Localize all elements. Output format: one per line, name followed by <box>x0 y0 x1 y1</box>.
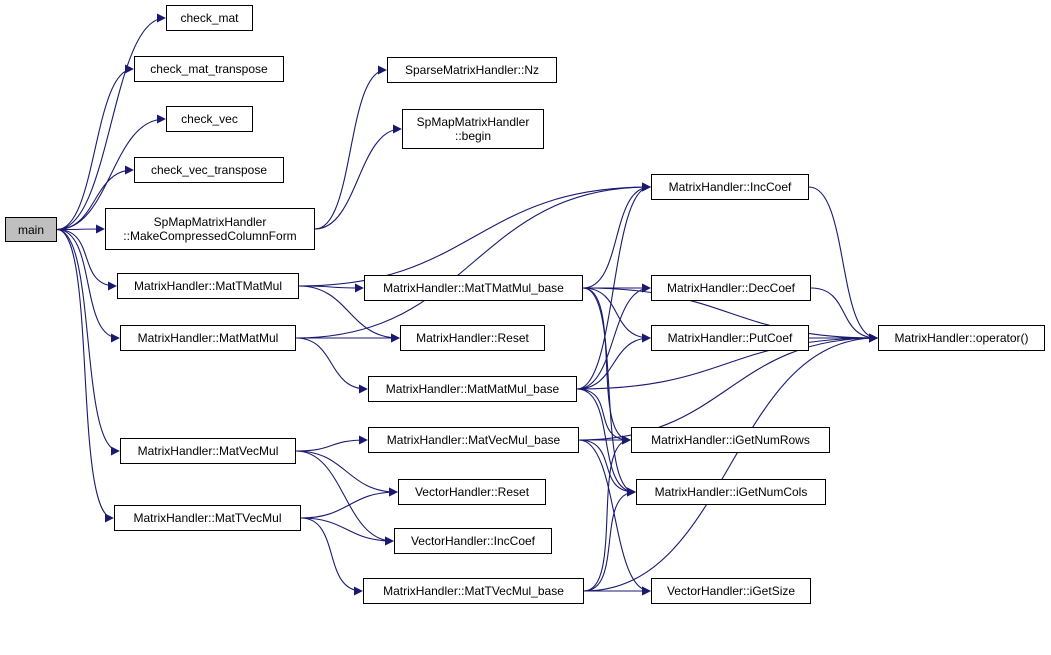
edge-mat_tmatmul_base-to-get_num_cols <box>582 287 636 497</box>
edge-make_ccf-to-sparse_nz <box>314 65 387 230</box>
node-label: check_vec <box>181 112 238 126</box>
edge-main-to-check_mat_transpose <box>56 64 134 231</box>
node-inc-coef[interactable]: MatrixHandler::IncCoef <box>651 174 809 200</box>
edge-mat_tvecmul_base-to-get_num_cols <box>583 487 636 592</box>
node-label: MatrixHandler::MatTVecMul <box>133 511 282 525</box>
node-vec-inc-coef[interactable]: VectorHandler::IncCoef <box>394 528 552 554</box>
node-check-mat-transpose[interactable]: check_mat_transpose <box>134 56 284 82</box>
node-label: MatrixHandler::operator() <box>894 331 1029 345</box>
node-label: SparseMatrixHandler::Nz <box>404 63 540 77</box>
edge-main-to-mat_tvecmul <box>56 228 114 523</box>
node-label: SpMapMatrixHandler <box>153 215 267 229</box>
node-mat-vecmul-base[interactable]: MatrixHandler::MatVecMul_base <box>368 427 579 453</box>
edge-mat_vecmul_base-to-vec_get_size <box>578 439 651 596</box>
node-put-coef[interactable]: MatrixHandler::PutCoef <box>651 325 809 351</box>
node-dec-coef[interactable]: MatrixHandler::DecCoef <box>651 275 811 301</box>
node-label: MatrixHandler::iGetNumCols <box>654 485 808 499</box>
edge-mat_tmatmul-to-inc_coef <box>298 182 651 287</box>
edge-mat_vecmul-to-vec_reset <box>295 450 398 497</box>
node-label: MatrixHandler::MatTMatMul_base <box>383 281 564 295</box>
edge-mat_matmul_base-to-inc_coef <box>576 182 651 390</box>
edge-mat_vecmul_base-to-get_num_cols <box>578 439 636 497</box>
node-label: MatrixHandler::iGetNumRows <box>651 433 810 447</box>
edge-mat_matmul-to-mat_matmul_base <box>295 337 368 394</box>
node-label: VectorHandler::iGetSize <box>666 584 796 598</box>
node-label: MatrixHandler::MatTMatMul <box>133 279 283 293</box>
node-operator[interactable]: MatrixHandler::operator() <box>878 325 1045 351</box>
node-label: MatrixHandler::MatTVecMul_base <box>383 584 564 598</box>
node-label: MatrixHandler::PutCoef <box>667 331 793 345</box>
node-main: main <box>5 217 57 242</box>
node-label: check_mat <box>180 11 239 25</box>
node-vec-reset[interactable]: VectorHandler::Reset <box>398 479 546 505</box>
node-label: main <box>17 222 44 237</box>
edge-main-to-mat_vecmul <box>56 228 120 456</box>
edge-mat_tmatmul-to-reset <box>298 285 400 343</box>
node-label: check_vec_transpose <box>150 163 268 177</box>
node-spmap-begin[interactable]: SpMapMatrixHandler::begin <box>402 109 544 149</box>
edge-mat_vecmul-to-vec_inc_coef <box>295 450 394 546</box>
node-make-compressed-column-form[interactable]: SpMapMatrixHandler::MakeCompressedColumn… <box>105 208 315 250</box>
edge-mat_tvecmul-to-vec_inc_coef <box>300 517 394 546</box>
edge-inc_coef-to-operator <box>808 186 878 343</box>
edge-mat_tvecmul-to-vec_reset <box>300 487 398 519</box>
node-label: MatrixHandler::Reset <box>416 331 529 345</box>
node-label: check_mat_transpose <box>150 62 268 76</box>
node-label: VectorHandler::IncCoef <box>410 534 536 548</box>
node-mat-tmatmul[interactable]: MatrixHandler::MatTMatMul <box>117 273 299 299</box>
node-label: MatrixHandler::MatMatMul_base <box>385 382 560 396</box>
edge-dec_coef-to-operator <box>810 287 878 343</box>
edge-mat_matmul_base-to-put_coef <box>576 333 651 390</box>
node-reset[interactable]: MatrixHandler::Reset <box>400 325 545 351</box>
node-get-num-rows[interactable]: MatrixHandler::iGetNumRows <box>631 427 830 453</box>
node-mat-vecmul[interactable]: MatrixHandler::MatVecMul <box>120 438 296 464</box>
edge-mat_tmatmul_base-to-put_coef <box>582 287 651 343</box>
node-mat-matmul[interactable]: MatrixHandler::MatMatMul <box>120 325 296 351</box>
node-mat-tvecmul-base[interactable]: MatrixHandler::MatTVecMul_base <box>363 578 584 604</box>
edge-mat_tmatmul-to-mat_tmatmul_base <box>298 283 364 293</box>
node-check-vec[interactable]: check_vec <box>166 106 253 132</box>
edge-mat_vecmul-to-mat_vecmul_base <box>295 435 368 452</box>
edge-mat_vecmul_base-to-operator <box>578 333 878 441</box>
edge-mat_tvecmul_base-to-operator <box>583 333 878 592</box>
node-mat-tvecmul[interactable]: MatrixHandler::MatTVecMul <box>114 505 301 531</box>
edge-mat_matmul_base-to-dec_coef <box>576 283 651 390</box>
edge-main-to-mat_tmatmul <box>56 228 117 291</box>
node-sparse-nz[interactable]: SparseMatrixHandler::Nz <box>387 57 557 83</box>
node-label: MatrixHandler::MatVecMul <box>137 444 279 458</box>
edge-mat_matmul_base-to-get_num_rows <box>576 388 631 445</box>
edge-main-to-make_ccf <box>56 224 105 234</box>
edge-mat_tvecmul_base-to-get_num_rows <box>583 435 631 592</box>
node-label: ::MakeCompressedColumnForm <box>123 229 297 243</box>
edge-mat_tmatmul_base-to-get_num_rows <box>582 287 631 445</box>
edge-mat_matmul-to-inc_coef <box>295 182 651 339</box>
edge-mat_matmul_base-to-operator <box>576 333 878 390</box>
node-label: MatrixHandler::MatVecMul_base <box>386 433 561 447</box>
edge-mat_tvecmul-to-mat_tvecmul_base <box>300 517 363 596</box>
node-label: MatrixHandler::IncCoef <box>668 180 792 194</box>
node-check-vec-transpose[interactable]: check_vec_transpose <box>134 157 284 183</box>
node-label: VectorHandler::Reset <box>414 485 530 499</box>
node-label: MatrixHandler::DecCoef <box>666 281 796 295</box>
edge-main-to-check_vec_transpose <box>56 165 134 231</box>
edge-make_ccf-to-spmap_begin <box>314 124 402 230</box>
edge-mat_tmatmul_base-to-inc_coef <box>582 182 651 289</box>
edge-main-to-check_mat <box>56 13 166 231</box>
node-mat-matmul-base[interactable]: MatrixHandler::MatMatMul_base <box>368 376 577 402</box>
edge-main-to-mat_matmul <box>56 228 120 343</box>
node-label: SpMapMatrixHandler <box>416 115 530 129</box>
node-label: MatrixHandler::MatMatMul <box>137 331 279 345</box>
node-mat-tmatmul-base[interactable]: MatrixHandler::MatTMatMul_base <box>364 275 583 301</box>
node-check-mat[interactable]: check_mat <box>166 5 253 31</box>
node-vec-get-size[interactable]: VectorHandler::iGetSize <box>651 578 811 604</box>
node-get-num-cols[interactable]: MatrixHandler::iGetNumCols <box>636 479 826 505</box>
node-label: ::begin <box>454 129 492 143</box>
edge-mat_tmatmul_base-to-operator <box>582 287 878 343</box>
